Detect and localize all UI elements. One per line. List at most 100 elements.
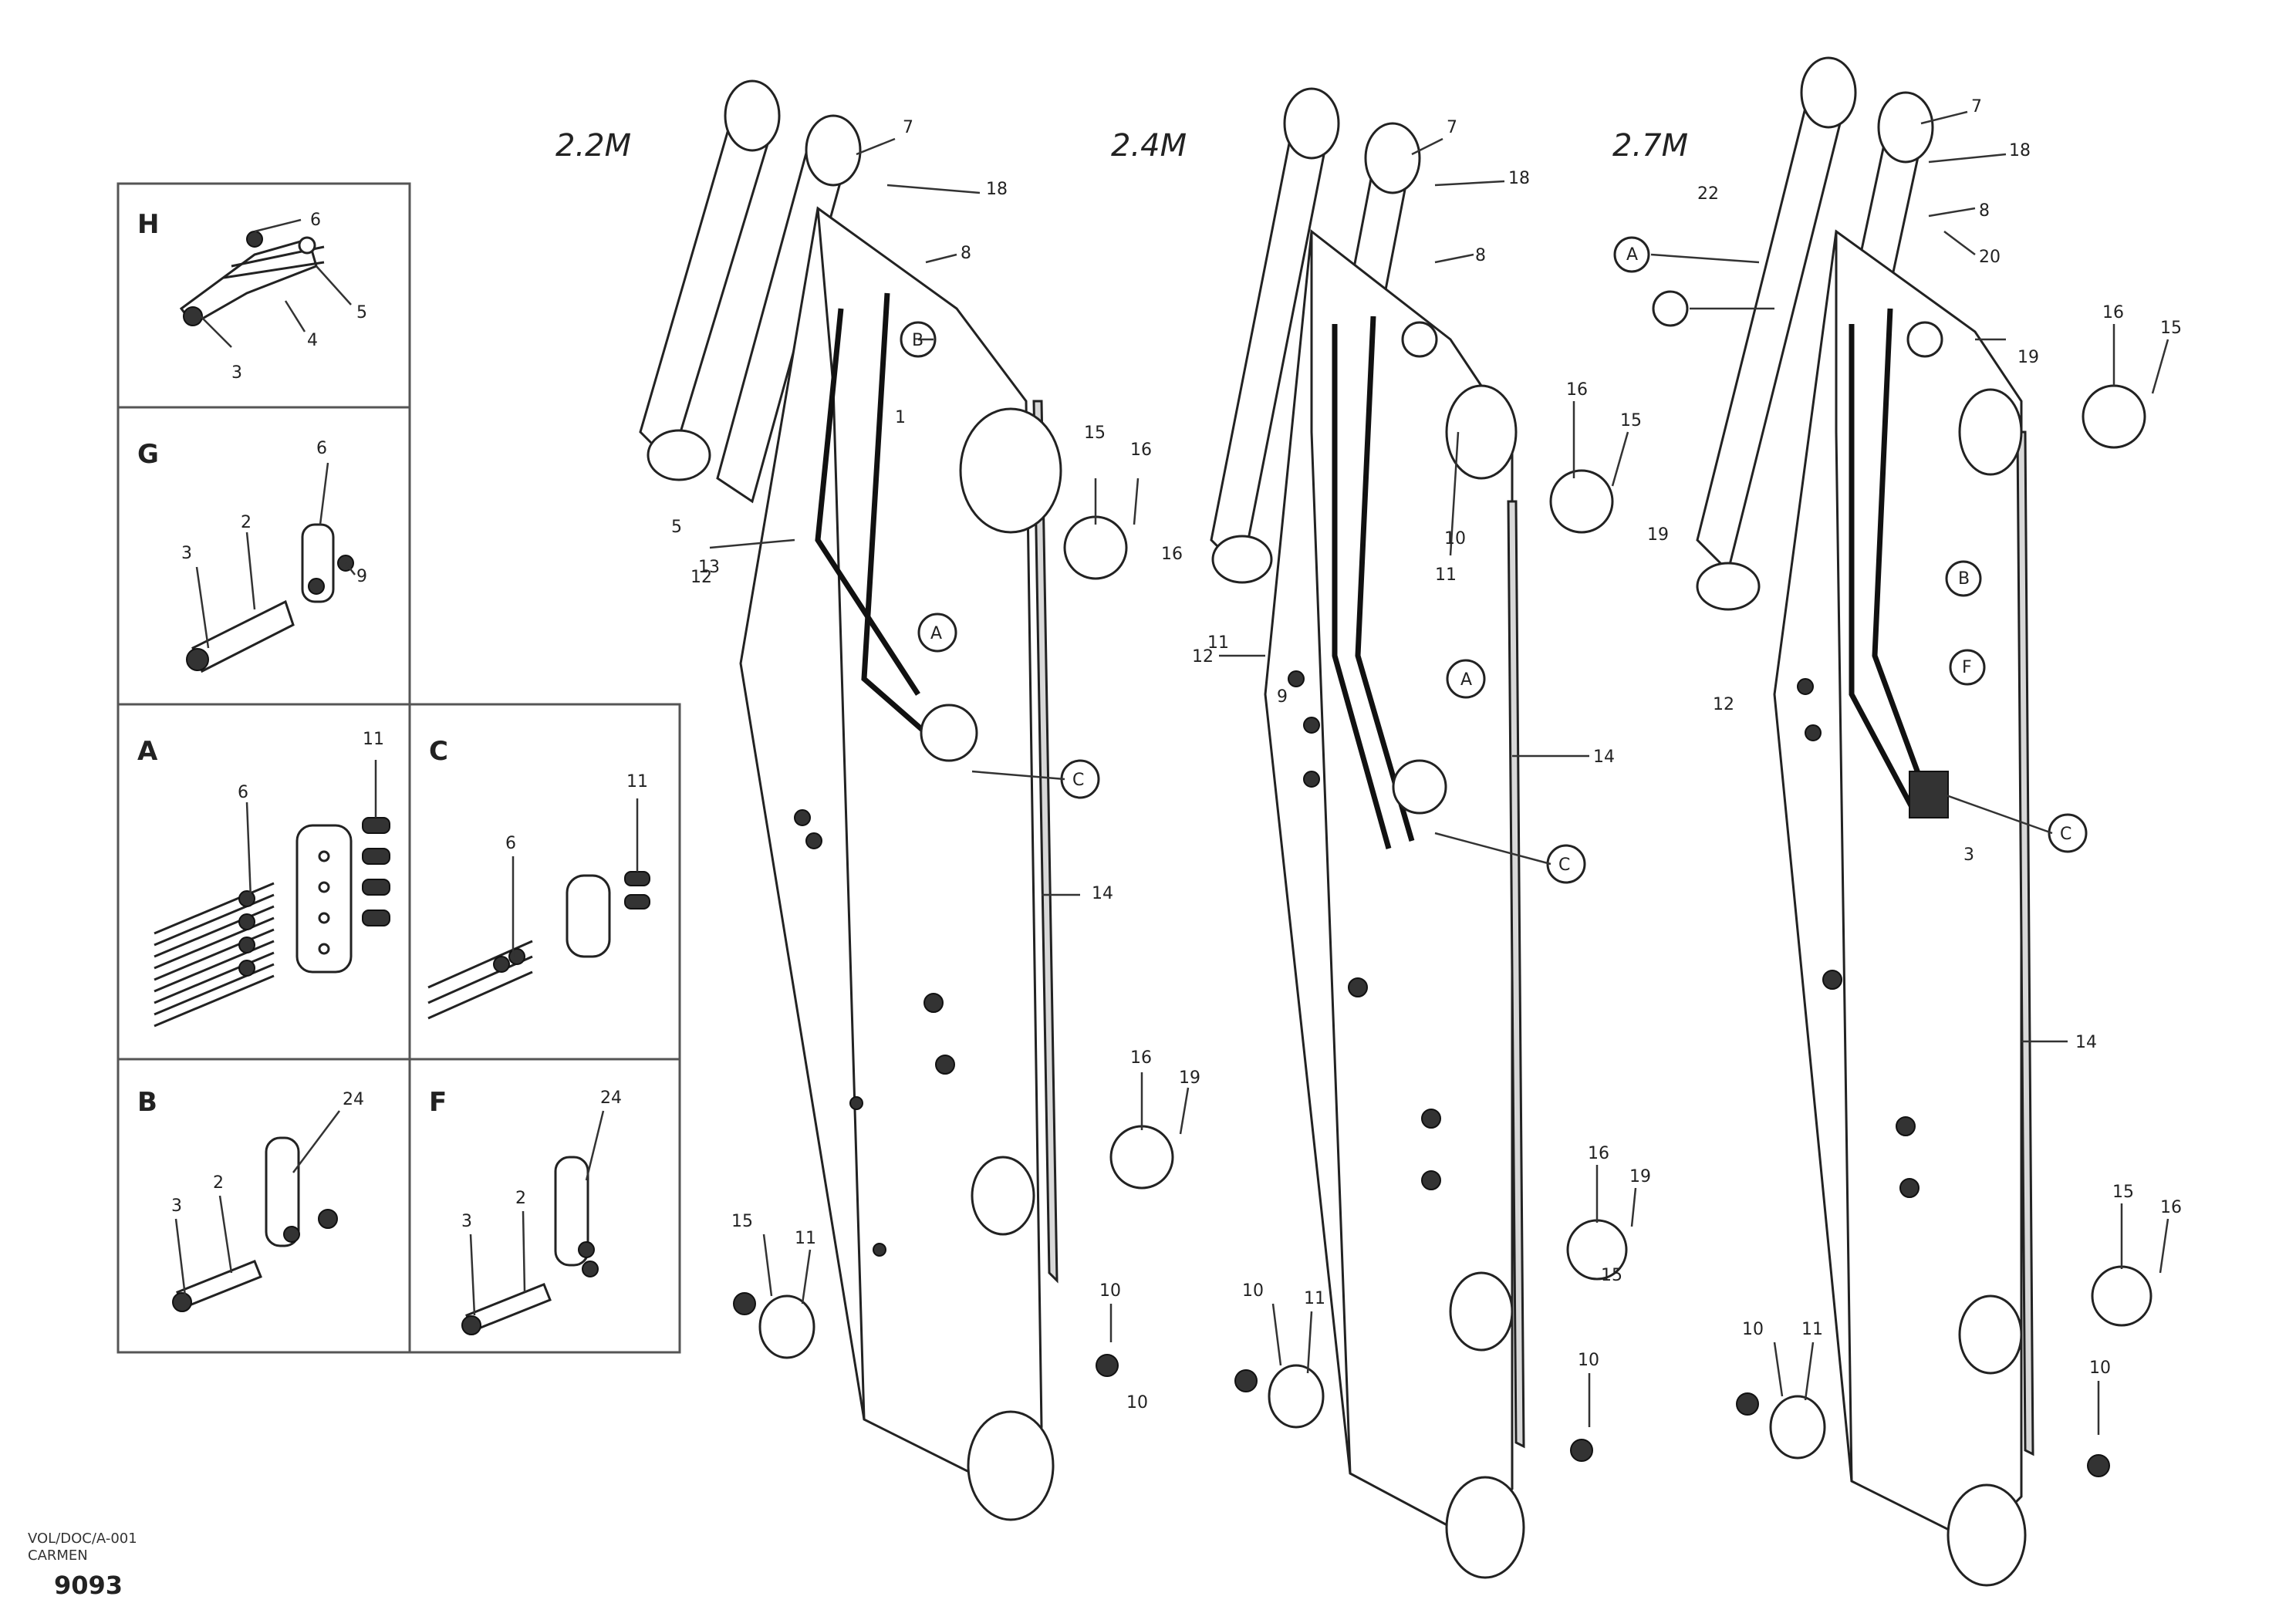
arm-1-callout-12: 14 [1092, 884, 1113, 903]
panel-h-id: H [137, 209, 159, 240]
arm-3-hose [2016, 430, 2034, 1456]
arm-3-clamp-5 [1899, 1178, 1920, 1198]
panel-f-label-2: 2 [515, 1189, 526, 1208]
arm-3-callout-17: 16 [2160, 1198, 2182, 1217]
arm-2-callout-14: A [1460, 670, 1472, 690]
panel-b-part [172, 1110, 340, 1312]
arm-1-callout-8: 5 [671, 518, 682, 537]
arm-1-clamp-6 [873, 1243, 886, 1257]
panel-g-part [186, 462, 356, 673]
arm-1-link-top-eye-2 [805, 114, 862, 187]
arm-2-bushing-bottom [1268, 1364, 1325, 1429]
arm-3-bolt [2087, 1454, 2110, 1477]
arm-3-circle-a [2048, 813, 2088, 853]
arm-1-bolt [1096, 1354, 1119, 1377]
arm-3-clamp-1 [1797, 678, 1814, 695]
arm-3-circle-mid-1 [1945, 560, 1982, 597]
panel-b-frame [116, 1058, 411, 1354]
arm-2-callout-16: 19 [1629, 1167, 1651, 1186]
panel-a-label-2: 6 [238, 783, 248, 802]
arm-1-bushing-upper [1063, 515, 1128, 580]
arm-2-clamp-3 [1303, 771, 1320, 788]
arm-2-pipe-1 [1332, 324, 1392, 849]
arm-2-callout-7: 14 [1593, 748, 1615, 767]
arm-2-clamp-2 [1303, 717, 1320, 734]
arm-3-link-top-eye [1800, 56, 1857, 129]
arm-1-callout-13: 16 [1130, 1048, 1152, 1068]
arm-3-pipe-2 [1872, 308, 1932, 804]
panel-b-label-3: 3 [171, 1196, 182, 1216]
arm-2-callout-11: 11 [1207, 633, 1229, 653]
arm-2-callout-17: 15 [1601, 1266, 1622, 1285]
arm-2-callout-18: 10 [1242, 1281, 1264, 1301]
arm-2-callout-20: 10 [1578, 1351, 1599, 1370]
arm-1-callout-3: 8 [961, 244, 971, 263]
arm-3-bushing-bottom [1769, 1395, 1826, 1460]
arm-2-clamp-5 [1421, 1109, 1441, 1129]
arm-1-callout-14: 19 [1179, 1068, 1200, 1088]
arm-3-callout-8: 15 [2160, 319, 2182, 338]
arm-variant-1-label: 2.2M [555, 128, 631, 164]
arm-3-callout-16: 15 [2112, 1183, 2134, 1202]
arm-2-callout-10: 19 [1647, 525, 1669, 545]
arm-2-callout-1: 7 [1447, 118, 1457, 137]
arm-variant-1: 2.2M 7 18 [555, 79, 1200, 1521]
arm-1-link-top-eye [724, 79, 781, 152]
arm-3-link-top-eye-2 [1877, 91, 1934, 164]
arm-variant-3: 2.7M 7 18 8 20 22 C [1612, 56, 2182, 1587]
detail-panel-group: H 6 5 4 3 G 6 2 [116, 182, 681, 1354]
arm-3-bushing-lower [2091, 1265, 2152, 1327]
arm-3-circle-left-2 [1652, 290, 1689, 327]
arm-3-callout-2: 18 [2009, 141, 2031, 160]
arm-3-callout-4: 20 [1979, 248, 2001, 267]
arm-2-callout-3: 8 [1475, 246, 1486, 265]
arm-3-circle-left-1 [1613, 236, 1650, 273]
arm-2-circle-top [1401, 321, 1438, 358]
arm-1-callout-6: 1 [895, 408, 906, 427]
arm-2-clamp-6 [1421, 1170, 1441, 1190]
panel-b-label-1: 24 [343, 1090, 364, 1109]
panel-h-label-3: 4 [307, 331, 318, 350]
arm-variant-3-label: 2.7M [1612, 128, 1688, 164]
arm-1-pipe-1 [815, 308, 920, 696]
arm-3-callout-18: 10 [1742, 1320, 1764, 1339]
arm-3-circle-mid-2 [1949, 649, 1986, 686]
arm-3-callout-19: 11 [1801, 1320, 1823, 1339]
arm-1-clamp-1 [794, 809, 811, 826]
panel-b-label-2: 2 [213, 1173, 224, 1193]
panel-f-frame [408, 1058, 681, 1354]
panel-g-label-2: 2 [241, 513, 252, 532]
arm-3-clamp-3 [1822, 970, 1842, 990]
arm-2-callout-9: 15 [1620, 411, 1642, 430]
arm-3-callout-10: 12 [1713, 695, 1734, 714]
arm-1-callout-15: 10 [1099, 1281, 1121, 1301]
arm-2-clamp-1 [1288, 670, 1305, 687]
arm-1-callout-19: 16 [1161, 545, 1183, 564]
panel-h-part [179, 218, 352, 348]
panel-g-frame [116, 406, 411, 706]
arm-1-callout-10: 15 [1084, 424, 1106, 443]
panel-h-label-4: 3 [231, 363, 242, 383]
panel-c-label-2: 6 [505, 834, 516, 853]
panel-a-id: A [137, 736, 158, 767]
arm-variant-2: 2.4M 7 18 8 11 12 C 14 [1111, 87, 1669, 1579]
arm-1-hose [1032, 400, 1059, 1284]
arm-1-callout-9: 13 [698, 558, 720, 577]
arm-3-callout-3: 8 [1979, 201, 1990, 221]
arm-3-callout-5: 22 [1697, 184, 1719, 204]
arm-3-callout-1: 7 [1971, 97, 1982, 116]
arm-3-valve-block [1909, 771, 1949, 818]
arm-2-callout-19: 11 [1304, 1289, 1325, 1308]
arm-1-pipe-2 [861, 292, 928, 735]
arm-3-clamp-4 [1896, 1116, 1916, 1136]
arm-2-callout-13: 10 [1444, 529, 1466, 548]
arm-3-callout-12: 3 [1963, 845, 1974, 865]
panel-f-label-1: 24 [600, 1088, 622, 1108]
panel-a-part [154, 760, 390, 1028]
arm-1-callout-20: 10 [1126, 1393, 1148, 1412]
arm-3-top-boss [1958, 388, 2023, 476]
arm-3-callout-15: 14 [2075, 1033, 2097, 1052]
arm-1-callout-18: 15 [731, 1212, 753, 1231]
arm-3-circle-top [1906, 321, 1943, 358]
arm-variant-2-label: 2.4M [1111, 128, 1187, 164]
